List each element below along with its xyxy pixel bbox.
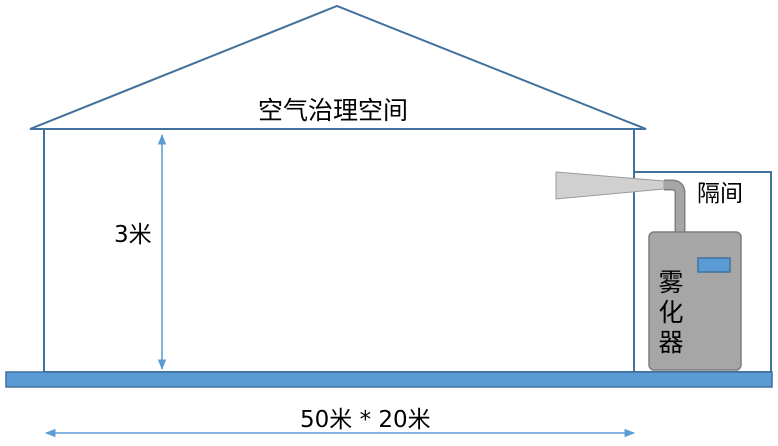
main-building: [43, 128, 635, 373]
mist-cone-icon: [555, 171, 665, 200]
dimension-label: 50米 * 20米: [300, 407, 431, 433]
diagram-title: 空气治理空间: [258, 96, 409, 125]
ground-bar: [5, 371, 773, 388]
height-label: 3米: [114, 222, 152, 248]
room-label: 隔间: [697, 181, 743, 207]
indicator-panel: [697, 257, 731, 273]
device-label: 雾化器: [658, 268, 684, 357]
